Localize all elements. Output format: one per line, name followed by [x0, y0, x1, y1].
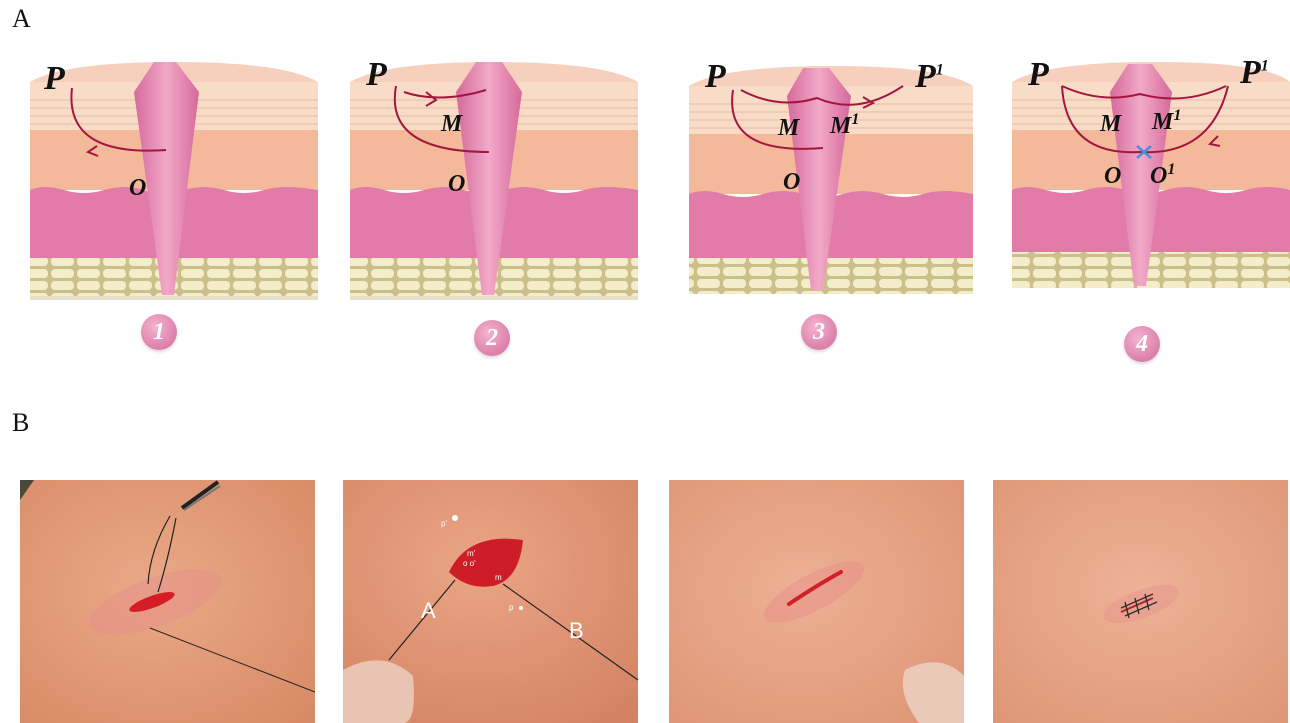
point-m1-label: M1 [830, 112, 859, 138]
point-m1-label: M1 [1152, 108, 1181, 134]
photo-suture-step-2: A B p' p m' o o' m [343, 480, 638, 723]
wound-photo-illustration [343, 480, 638, 723]
point-p-label: p [509, 604, 513, 612]
point-p1-label: P1 [915, 60, 944, 94]
point-m-label: m [495, 574, 502, 582]
photo-suture-step-3 [669, 480, 964, 723]
wound-photo-illustration [993, 480, 1288, 723]
step-badge-4: 4 [1124, 326, 1160, 362]
diagram-step-3: P P1 M M1 O 3 [683, 56, 983, 316]
skin-layers-illustration [24, 52, 324, 312]
wound-photo-illustration [20, 480, 315, 723]
thread-end-a-label: A [421, 598, 436, 624]
point-m-label: M [1100, 112, 1121, 136]
skin-layers-illustration [683, 56, 983, 316]
step-badge-1: 1 [141, 314, 177, 350]
point-p-label: P [366, 58, 387, 92]
point-p-label: P [705, 60, 726, 94]
point-p1-label: P1 [1240, 56, 1269, 90]
point-p-prime-label: p' [441, 520, 447, 528]
photo-suture-step-1 [20, 480, 315, 723]
point-p-label: P [44, 62, 65, 96]
point-o-label: O [1104, 164, 1121, 188]
point-m-prime-label: m' [467, 550, 475, 558]
point-o-label: O [783, 170, 800, 194]
diagram-step-2: P M O 2 [344, 52, 644, 312]
point-o1-label: O1 [1150, 162, 1175, 188]
point-o-labels: o o' [463, 560, 476, 568]
panel-b-label: B [12, 408, 29, 438]
point-p-label: P [1028, 58, 1049, 92]
skin-layers-illustration [344, 52, 644, 312]
thread-end-b-label: B [569, 618, 584, 644]
photo-suture-step-4 [993, 480, 1288, 723]
point-m-label: M [778, 116, 799, 140]
diagram-step-4: P P1 M M1 O O1 4 [1006, 52, 1290, 312]
step-badge-2: 2 [474, 320, 510, 356]
step-badge-3: 3 [801, 314, 837, 350]
point-o-label: O [448, 172, 465, 196]
point-o-label: O [129, 176, 146, 200]
panel-a-label: A [12, 4, 31, 34]
wound-photo-illustration [669, 480, 964, 723]
point-m-label: M [441, 112, 462, 136]
diagram-step-1: P O 1 [24, 52, 324, 312]
